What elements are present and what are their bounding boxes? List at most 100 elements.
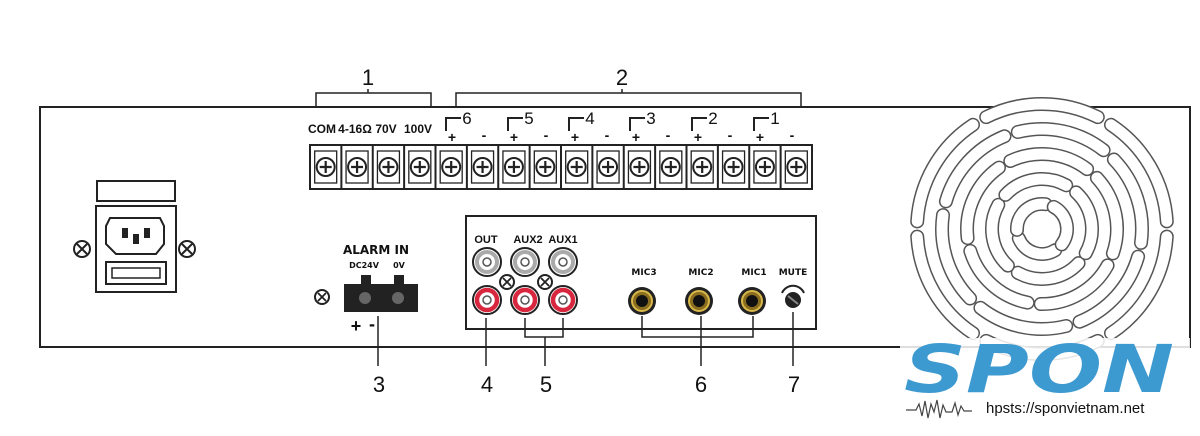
rca-jack-aux1-red[interactable] <box>548 285 578 315</box>
speaker-terminal[interactable] <box>685 145 714 189</box>
chassis-outline <box>39 106 1191 348</box>
speaker-output-labels: COM 4-16Ω 70V 100V <box>308 122 432 136</box>
zone-1-plus: + <box>756 129 764 145</box>
fan-grille-slot-inner <box>1013 232 1061 260</box>
callout-1-label: 1 <box>362 65 374 90</box>
alarm-screw <box>314 289 330 305</box>
callout-2-label: 2 <box>616 65 628 90</box>
zone-2: 2 + - <box>691 109 733 145</box>
fuse-slot <box>111 267 161 279</box>
label-4-16ohm: 4-16Ω <box>338 122 372 136</box>
speaker-terminal[interactable] <box>716 145 746 189</box>
zone-1-number: 1 <box>770 109 779 128</box>
speaker-terminal[interactable] <box>403 145 432 189</box>
zone-2-minus: - <box>728 127 733 143</box>
alarm-input: ALARM IN DC24V 0V + - <box>314 243 418 336</box>
fan-grille-slot-inner <box>1035 259 1114 310</box>
fan-grille-slot-inner <box>961 162 1005 244</box>
waveform-icon <box>906 399 972 419</box>
mic-jack-mic2[interactable] <box>685 287 713 315</box>
rca-jack-aux2-white[interactable] <box>510 247 540 277</box>
fan-grille-slot-inner <box>1004 148 1093 175</box>
zone-6-number: 6 <box>462 109 471 128</box>
fan-grille <box>910 97 1174 361</box>
io-subpanel <box>465 215 817 330</box>
inlet-frame <box>95 205 177 293</box>
mount-screw-left <box>73 240 91 258</box>
speaker-terminal[interactable] <box>622 145 652 189</box>
speaker-terminal[interactable] <box>434 145 463 189</box>
mic-labels: MIC3 MIC2 MIC1 MUTE <box>631 268 807 278</box>
zone-4: 4 + - <box>568 109 610 145</box>
speaker-terminal[interactable] <box>560 145 589 189</box>
rca-jack-out-red[interactable] <box>472 285 502 315</box>
fan-grille-slot-inner <box>1091 172 1123 259</box>
fan-grille-slot-inner <box>986 199 1014 272</box>
speaker-terminal[interactable] <box>497 145 526 189</box>
zone-1-minus: - <box>790 127 795 143</box>
speaker-terminal[interactable] <box>654 145 683 189</box>
label-70v: 70V <box>375 122 396 136</box>
callout-4-label: 4 <box>481 372 493 397</box>
fuse-drawer <box>105 261 167 285</box>
fan-grille-slot-inner <box>974 302 1072 335</box>
alarm-0v-label: 0V <box>393 261 406 270</box>
spon-watermark: SPON hpsts://sponvietnam.net <box>900 331 1190 434</box>
fan-grille-slot-inner <box>1070 186 1098 259</box>
mic-jack-mic3[interactable] <box>628 287 656 315</box>
callout-7-label: 7 <box>788 372 800 397</box>
speaker-terminal[interactable] <box>371 145 401 189</box>
fuse-holder <box>96 180 176 202</box>
fan-grille-slot-inner <box>964 245 1034 309</box>
callout-7: 7 <box>788 312 800 397</box>
callout-3-label: 3 <box>373 372 385 397</box>
fan-grille-slot-inner <box>1105 231 1173 339</box>
mic3-label: MIC3 <box>631 268 656 278</box>
mute-knob <box>781 284 805 308</box>
zone-6: 6 + - <box>445 109 487 145</box>
speaker-terminal-strip <box>309 144 813 190</box>
zone-6-plus: + <box>448 129 456 145</box>
iec-pin-earth <box>133 234 139 244</box>
zone-1: 1 + - <box>753 109 795 145</box>
mount-screw-right <box>178 240 196 258</box>
zone-labels: 6 + - 5 + - 4 + - 3 + - 2 + - <box>445 109 795 145</box>
mic1-label: MIC1 <box>741 268 766 278</box>
fan-grille-slot-inner <box>1074 251 1144 328</box>
rca-screw-right <box>537 274 553 290</box>
speaker-terminal[interactable] <box>340 145 369 189</box>
rca-out-label: OUT <box>474 234 498 246</box>
fan-grille-slot-inner <box>911 119 979 227</box>
speaker-terminal[interactable] <box>465 145 495 189</box>
rca-jack-aux2-red[interactable] <box>510 285 540 315</box>
speaker-terminal[interactable] <box>528 145 557 189</box>
speaker-terminal[interactable] <box>779 145 808 189</box>
rca-jack-aux1-white[interactable] <box>548 247 578 277</box>
zone-2-number: 2 <box>708 109 717 128</box>
mic-jack-mic1[interactable] <box>738 287 766 315</box>
zone-3-plus: + <box>632 129 640 145</box>
zone-3-number: 3 <box>646 109 655 128</box>
mute-label: MUTE <box>779 268 808 278</box>
speaker-terminal[interactable] <box>748 145 777 189</box>
speaker-terminal[interactable] <box>314 150 338 184</box>
zone-3: 3 + - <box>629 109 671 145</box>
spon-logo: SPON <box>904 331 1174 408</box>
mic2-label: MIC2 <box>688 268 713 278</box>
mic-jacks <box>628 287 766 315</box>
speaker-terminal[interactable] <box>591 145 620 189</box>
iec-socket <box>105 217 165 255</box>
label-100v: 100V <box>404 122 432 136</box>
alarm-minus: - <box>369 314 375 334</box>
fan-grille-slot-inner <box>1108 154 1148 249</box>
fan-grille-slot-inner <box>911 231 979 339</box>
fan-grille-slot-inner <box>1012 123 1110 156</box>
fan-grille-slot-inner <box>1011 198 1051 236</box>
callout-4: 4 <box>481 318 493 397</box>
rca-jack-out-white[interactable] <box>472 247 502 277</box>
zone-4-plus: + <box>571 129 579 145</box>
fan-grille-slot-inner <box>1105 119 1173 227</box>
rca-aux1-label: AUX1 <box>548 234 577 246</box>
iec-pin-right <box>144 228 150 238</box>
